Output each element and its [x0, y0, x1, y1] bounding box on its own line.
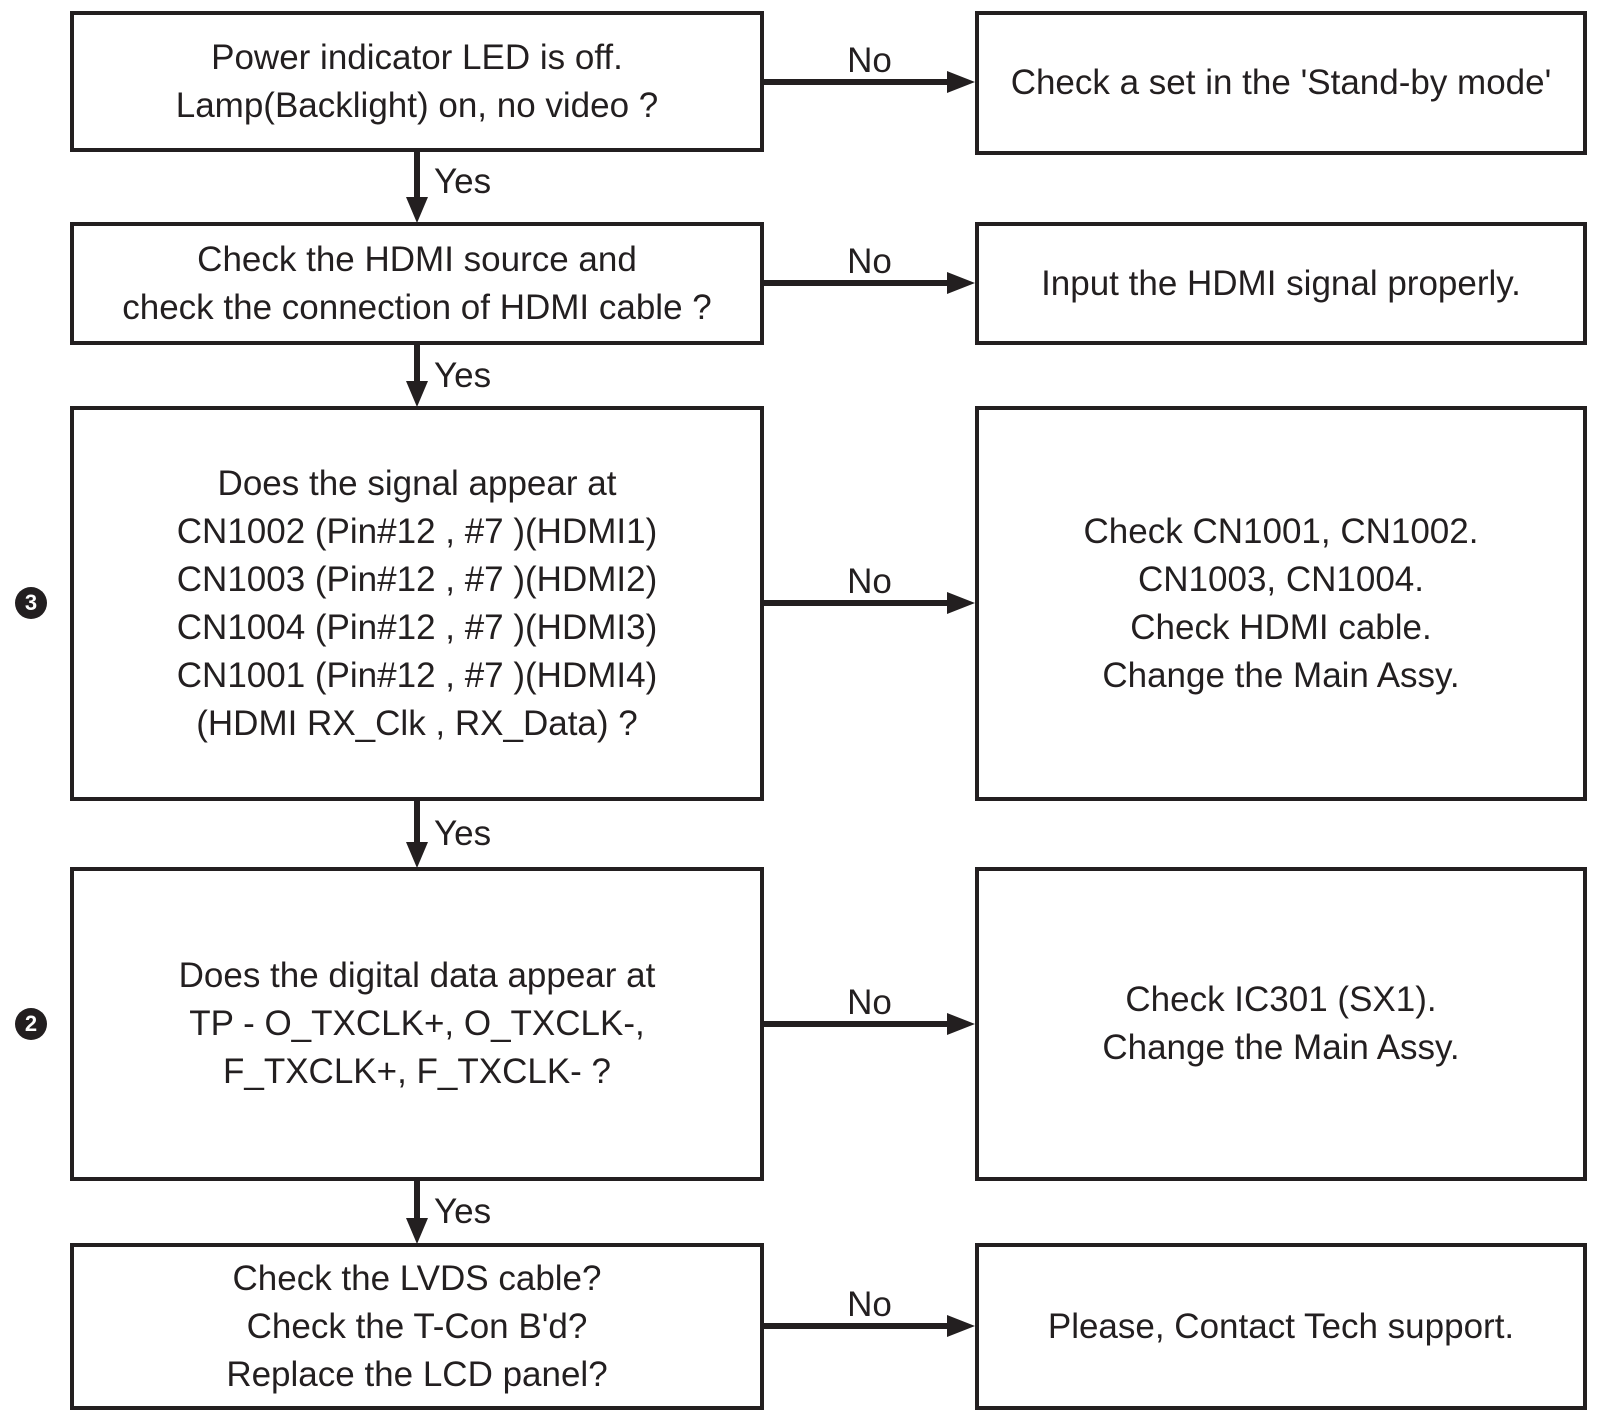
box-text-line: Power indicator LED is off. [211, 37, 623, 77]
action-box-input-hdmi: Input the HDMI signal properly. [975, 222, 1587, 345]
action-box-standby-mode: Check a set in the 'Stand-by mode' [975, 11, 1587, 155]
no-label: No [847, 562, 892, 601]
box-text-line: Check IC301 (SX1). [1125, 980, 1437, 1019]
step-badge-3: 3 [15, 587, 47, 619]
yes-arrow-shaft [414, 152, 420, 198]
no-arrow-shaft [764, 280, 949, 286]
no-arrow-head [947, 71, 975, 93]
action-box-check-connectors: Check CN1001, CN1002. CN1003, CN1004. Ch… [975, 406, 1587, 801]
step-badge-2: 2 [15, 1008, 47, 1040]
box-text-line: Check the T-Con B'd? [246, 1306, 588, 1346]
box-text-line: CN1004 (Pin#12 , #7 )(HDMI3) [176, 607, 658, 647]
yes-arrow-shaft [414, 801, 420, 843]
no-arrow-shaft [764, 600, 949, 606]
action-box-check-ic301: Check IC301 (SX1). Change the Main Assy. [975, 867, 1587, 1181]
box-text-line: Please, Contact Tech support. [1047, 1306, 1515, 1346]
box-text-line: Check CN1001, CN1002. [1083, 511, 1479, 551]
no-label: No [847, 41, 892, 80]
box-text-line: CN1002 (Pin#12 , #7 )(HDMI1) [176, 511, 658, 551]
no-arrow-head [947, 272, 975, 294]
decision-box-power-led: Power indicator LED is off. Lamp(Backlig… [70, 11, 764, 152]
box-text-line: Does the signal appear at [217, 463, 617, 503]
box-text-line: (HDMI RX_Clk , RX_Data) ? [196, 703, 638, 743]
yes-arrow-shaft [414, 345, 420, 382]
no-arrow-shaft [764, 79, 949, 85]
no-label: No [847, 1285, 892, 1324]
yes-arrow-head [406, 842, 428, 868]
box-text-line: CN1001 (Pin#12 , #7 )(HDMI4) [176, 655, 658, 695]
action-box-contact-support: Please, Contact Tech support. [975, 1243, 1587, 1410]
no-arrow-head [947, 592, 975, 614]
yes-arrow-head [406, 1218, 428, 1244]
yes-label: Yes [434, 162, 492, 201]
box-text-line: Change the Main Assy. [1102, 1028, 1460, 1067]
yes-arrow-head [406, 381, 428, 407]
box-text-line: TP - O_TXCLK+, O_TXCLK-, [189, 1004, 645, 1043]
box-text-line: Check the LVDS cable? [232, 1258, 602, 1298]
no-arrow-head [947, 1315, 975, 1337]
box-text-line: Check HDMI cable. [1130, 607, 1432, 647]
yes-label: Yes [434, 814, 492, 853]
box-text-line: Input the HDMI signal properly. [1041, 263, 1521, 303]
decision-box-digital-data: Does the digital data appear at TP - O_T… [70, 867, 764, 1181]
no-label: No [847, 242, 892, 281]
no-arrow-head [947, 1013, 975, 1035]
box-text-line: Change the Main Assy. [1102, 655, 1460, 695]
no-arrow-shaft [764, 1021, 949, 1027]
box-text-line: CN1003, CN1004. [1138, 559, 1424, 599]
decision-box-signal-connectors: Does the signal appear at CN1002 (Pin#12… [70, 406, 764, 801]
yes-label: Yes [434, 356, 492, 395]
box-text-line: CN1003 (Pin#12 , #7 )(HDMI2) [176, 559, 658, 599]
decision-box-hdmi-source: Check the HDMI source and check the conn… [70, 222, 764, 345]
box-text-line: Does the digital data appear at [178, 956, 656, 995]
box-text-line: Lamp(Backlight) on, no video ? [175, 85, 659, 125]
yes-label: Yes [434, 1192, 492, 1231]
box-text-line: Check the HDMI source and [197, 239, 637, 279]
no-label: No [847, 983, 892, 1022]
box-text-line: check the connection of HDMI cable ? [122, 287, 712, 327]
decision-box-lvds-tcon: Check the LVDS cable? Check the T-Con B'… [70, 1243, 764, 1410]
box-text-line: F_TXCLK+, F_TXCLK- ? [222, 1052, 612, 1091]
box-text-line: Check a set in the 'Stand-by mode' [1010, 63, 1552, 102]
yes-arrow-shaft [414, 1181, 420, 1219]
no-arrow-shaft [764, 1323, 949, 1329]
yes-arrow-head [406, 197, 428, 223]
box-text-line: Replace the LCD panel? [226, 1354, 608, 1394]
